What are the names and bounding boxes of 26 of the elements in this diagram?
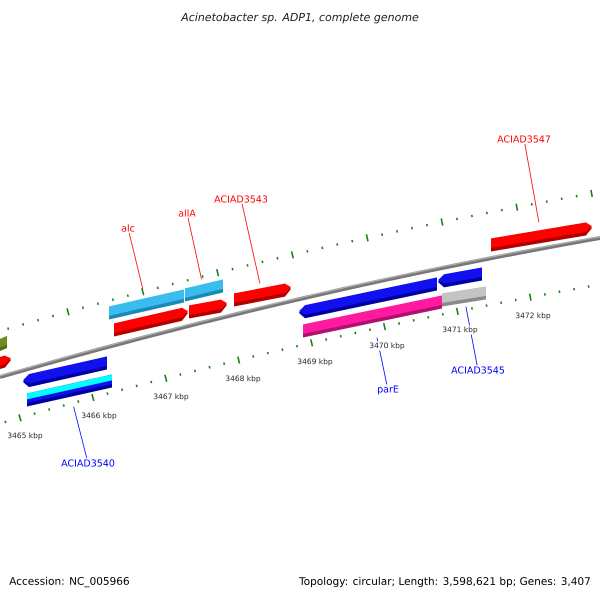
- leader-line: [242, 203, 260, 284]
- gene-label: parE: [378, 386, 398, 394]
- gene-feature: [491, 222, 592, 252]
- leader-line: [524, 143, 540, 223]
- gene-label: ACIAD3547: [497, 135, 550, 143]
- gene-label: ACIAD3545: [451, 366, 504, 374]
- footer-text: Topology: circular; Length: 3,598,621 bp; Genes: 3,407: [299, 576, 590, 588]
- leader-line: [188, 217, 202, 280]
- gene-feature: [189, 300, 227, 318]
- gene-label: alc: [122, 224, 134, 232]
- gene-feature: [234, 284, 291, 306]
- gene-label: ACIAD3543: [214, 195, 268, 203]
- title: Acinetobacter sp. ADP1, complete genome: [180, 12, 418, 24]
- gene-label: allA: [178, 209, 196, 217]
- leader-line: [128, 232, 144, 290]
- leader-line: [73, 406, 88, 459]
- gene-feature: [0, 356, 11, 369]
- gene-block: [303, 296, 442, 338]
- gene-feature: [438, 268, 482, 288]
- footer-text: Accession: NC_005966: [9, 576, 129, 588]
- gene-block: [0, 336, 7, 351]
- gene-feature: [114, 308, 188, 336]
- gene-block: [185, 280, 223, 302]
- gene-label: ACIAD3540: [61, 459, 114, 467]
- gene-block: [442, 286, 486, 306]
- gene-block: [27, 374, 112, 406]
